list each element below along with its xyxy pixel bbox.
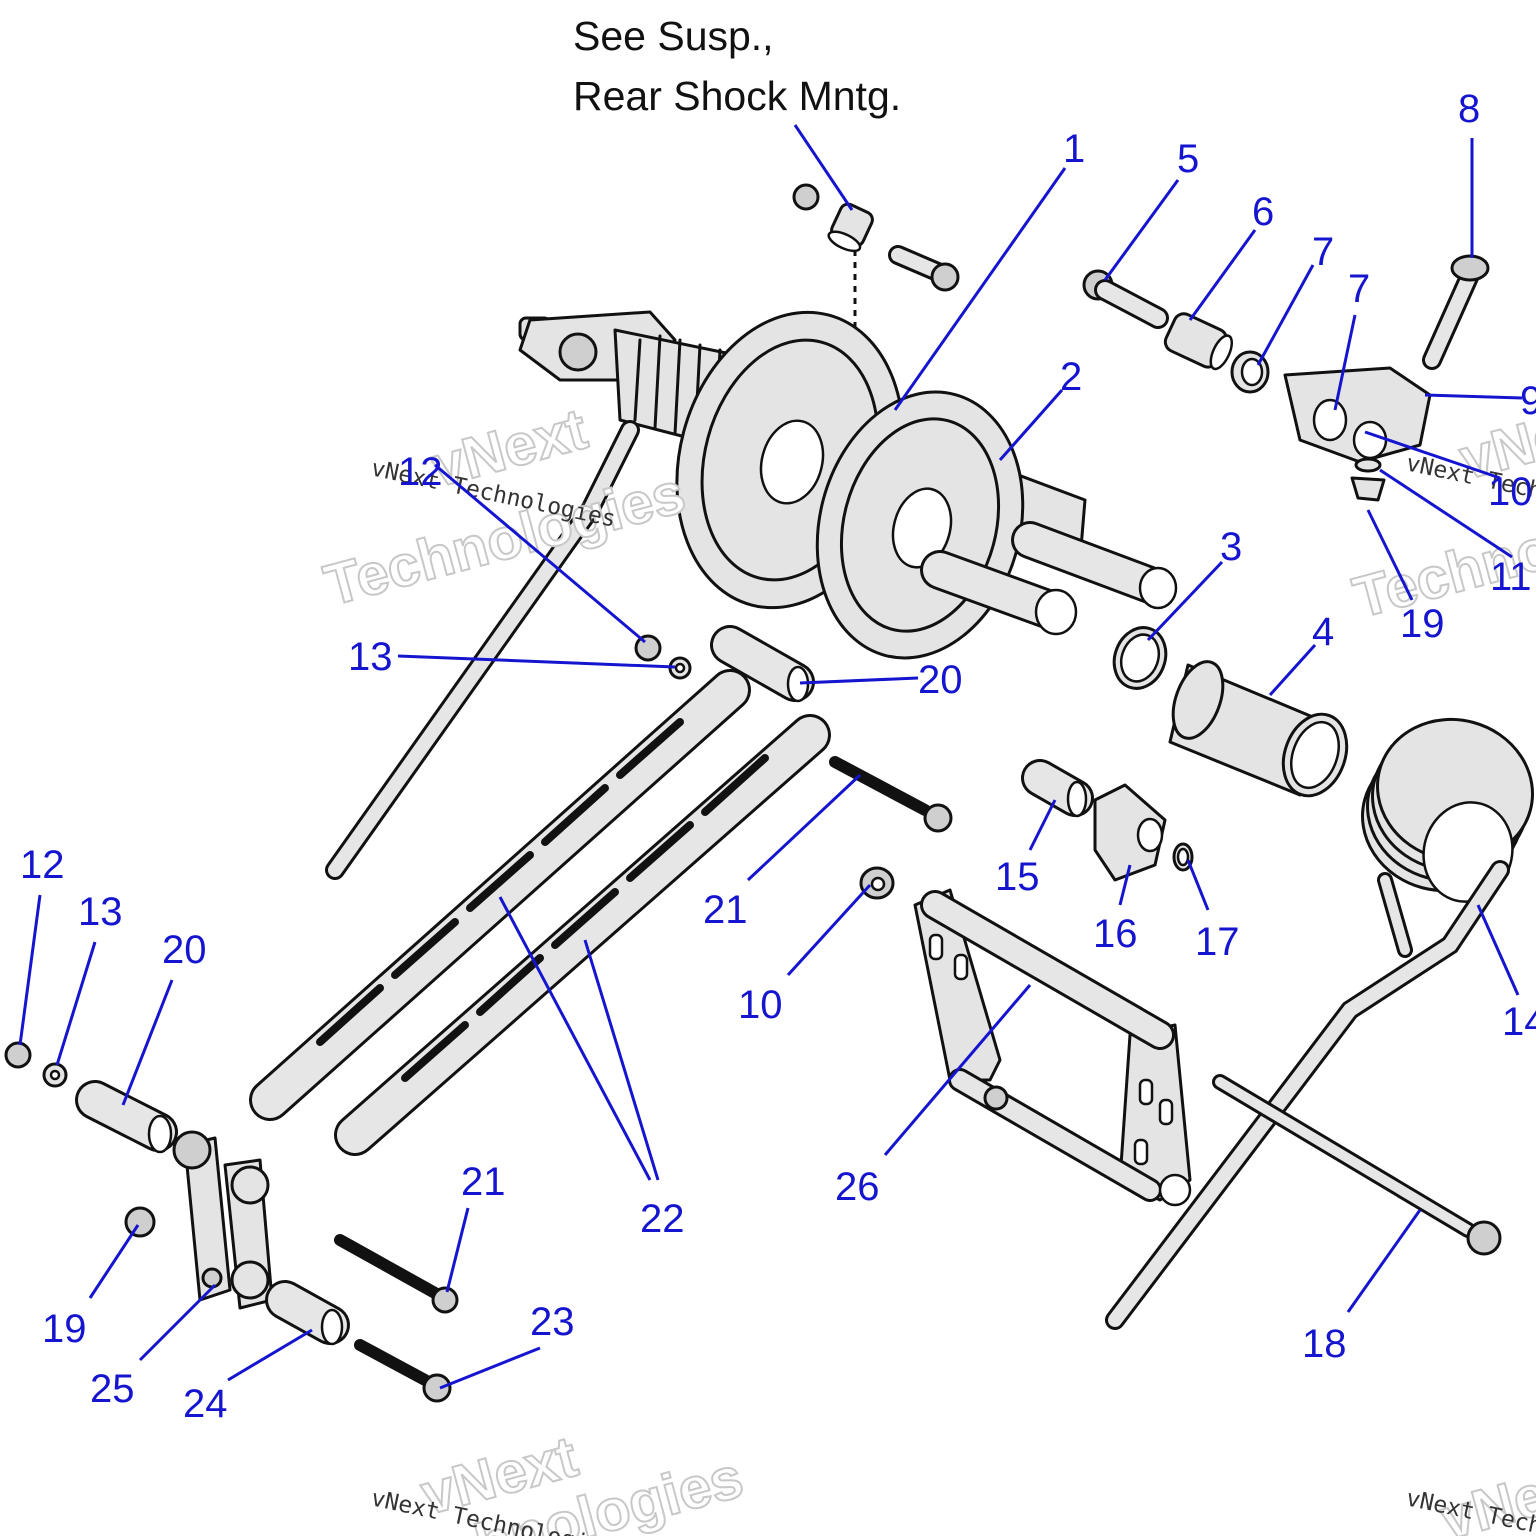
callout-18: 18 <box>1302 1322 1347 1366</box>
callout-24: 24 <box>183 1382 228 1426</box>
cross-shaft-bolt <box>1212 1074 1502 1256</box>
leader-7b <box>1333 314 1357 411</box>
callout-22: 22 <box>640 1197 685 1241</box>
leader-15 <box>1028 799 1057 851</box>
callout-20b: 20 <box>162 928 207 972</box>
leader-lines <box>18 124 1523 1390</box>
callout-26: 26 <box>835 1165 880 1209</box>
leader-6 <box>1188 229 1257 321</box>
leader-24 <box>227 1328 313 1382</box>
callout-21a: 21 <box>703 888 748 932</box>
leader-5 <box>1103 179 1180 281</box>
callout-5: 5 <box>1177 137 1199 181</box>
leader-10b <box>786 883 872 977</box>
leader-9 <box>1424 393 1523 400</box>
leader-13a <box>397 654 676 669</box>
bushing-block-set <box>1021 759 1194 882</box>
leader-2 <box>998 389 1064 461</box>
parts-drawing <box>4 183 1534 1403</box>
leader-12a <box>434 463 646 644</box>
leader-25 <box>138 1283 217 1362</box>
lower-left-hardware <box>4 1041 459 1403</box>
bolt-upper <box>829 756 953 900</box>
leader-22a <box>498 896 652 1181</box>
callout-23: 23 <box>530 1300 575 1344</box>
leader-19b <box>88 1224 140 1299</box>
leader-17 <box>1186 859 1210 911</box>
leader-20a <box>799 676 919 685</box>
leader-18 <box>1346 1209 1422 1313</box>
leader-19a <box>1366 509 1414 601</box>
leader-16 <box>1118 864 1132 906</box>
callout-13b: 13 <box>78 890 123 934</box>
callout-labels: 1 2 3 4 5 6 7 7 8 9 10 10 11 12 12 13 13… <box>20 87 1536 1426</box>
ring <box>1112 626 1168 690</box>
reference-note: See Susp., Rear Shock Mntg. <box>573 13 901 119</box>
callout-7b: 7 <box>1348 267 1370 311</box>
callout-6: 6 <box>1252 190 1274 234</box>
callout-12b: 12 <box>20 843 65 887</box>
scissor-frame <box>913 888 1192 1207</box>
callout-14: 14 <box>1502 1000 1536 1044</box>
leader-4 <box>1268 643 1317 697</box>
callout-15: 15 <box>995 855 1040 899</box>
axles <box>920 521 1178 636</box>
note-line-1: See Susp., <box>573 13 774 59</box>
sleeve <box>1168 660 1349 798</box>
leader-3 <box>1146 560 1224 642</box>
callout-19b: 19 <box>42 1307 87 1351</box>
leader-10a <box>1364 430 1501 480</box>
shock-mount-hardware <box>792 183 960 340</box>
leader-21b <box>445 1207 470 1293</box>
callout-25: 25 <box>90 1367 135 1411</box>
callout-12a: 12 <box>398 450 443 494</box>
note-line-2: Rear Shock Mntg. <box>573 73 901 119</box>
left-bar <box>325 420 640 880</box>
callout-10a: 10 <box>1488 470 1533 514</box>
callout-3: 3 <box>1220 525 1242 569</box>
leader-note <box>793 124 854 211</box>
callout-21b: 21 <box>461 1160 506 1204</box>
callout-20a: 20 <box>918 658 963 702</box>
rail-arm-2 <box>334 714 831 1156</box>
callout-10b: 10 <box>738 983 783 1027</box>
leader-14 <box>1476 904 1520 996</box>
leader-22b <box>583 939 660 1181</box>
callout-2: 2 <box>1060 355 1082 399</box>
callout-17: 17 <box>1195 920 1240 964</box>
callout-7a: 7 <box>1312 230 1334 274</box>
pivot-hardware-upper <box>1082 254 1490 502</box>
callout-16: 16 <box>1093 912 1138 956</box>
leader-13b <box>55 941 97 1066</box>
leader-26 <box>883 984 1032 1156</box>
callout-9: 9 <box>1520 379 1536 423</box>
leader-11 <box>1379 468 1513 559</box>
callout-1: 1 <box>1063 127 1085 171</box>
callout-11: 11 <box>1490 555 1532 599</box>
rail-arm-1 <box>249 669 751 1121</box>
callout-8: 8 <box>1458 87 1480 131</box>
leader-23 <box>439 1346 541 1390</box>
leader-12b <box>18 894 42 1046</box>
leader-7a <box>1256 264 1315 366</box>
callout-13a: 13 <box>348 635 393 679</box>
leader-21a <box>746 773 862 882</box>
callout-19a: 19 <box>1400 602 1445 646</box>
torsion-spring <box>1105 717 1534 1330</box>
callout-4: 4 <box>1312 610 1334 654</box>
leader-1 <box>893 167 1067 411</box>
leader-20b <box>121 979 174 1106</box>
